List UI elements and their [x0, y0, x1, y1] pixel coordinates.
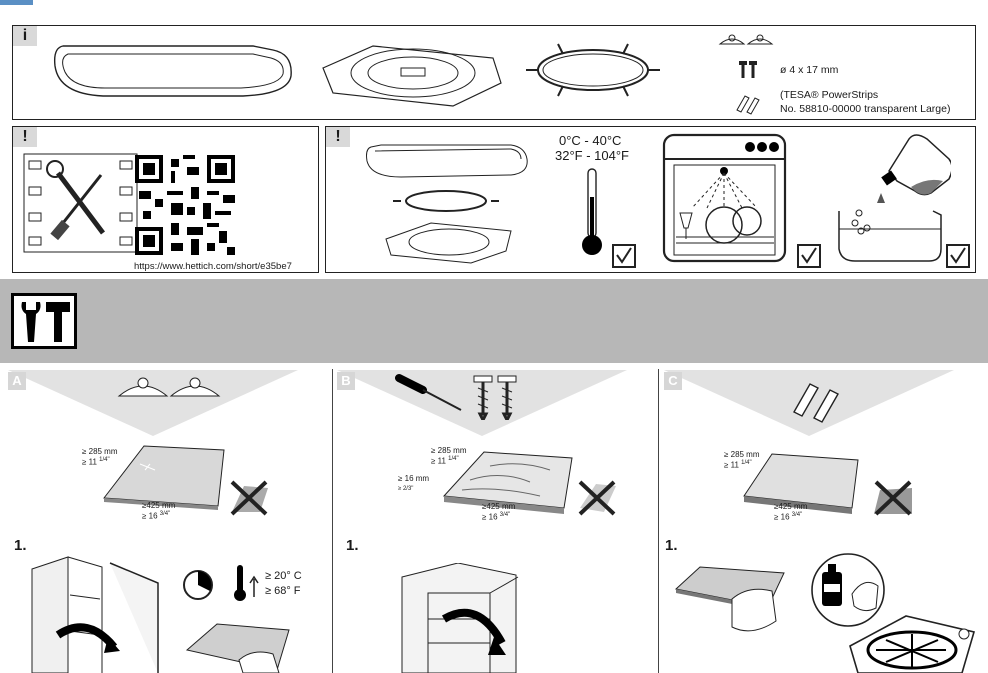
step-a-number: 1.	[14, 537, 27, 554]
care-warning-panel: ! 0°C - 40°C 32°F - 104°F	[325, 126, 976, 273]
rotate-time-icon	[183, 570, 213, 600]
suction-cups-icon	[718, 34, 774, 45]
screws-icon	[739, 61, 757, 78]
temp-checkbox	[612, 244, 636, 268]
not-allowed-surface-icon	[578, 480, 616, 516]
tools-warning-panel: ! https://www.hettich.com/short/e35be7	[12, 126, 319, 273]
step-c-length: ≥425 mm≥ 16 3/4"	[774, 502, 808, 522]
plain-shelf-drawing	[743, 453, 859, 514]
parts-stack-drawing	[366, 144, 528, 264]
qr-url: https://www.hettich.com/short/e35be7	[134, 261, 292, 272]
warning-tag: !	[13, 127, 37, 147]
tools-not-needed-icon	[23, 153, 138, 253]
step-a-header-triangle	[8, 370, 298, 436]
cleaner-bottle-zoom-icon	[811, 553, 885, 627]
screwdriver-icon	[395, 374, 462, 411]
wood-shelf-drawing	[442, 451, 573, 514]
suction-cups-icon	[117, 377, 221, 397]
thermometer-icon	[582, 168, 602, 255]
dishwasher-icon	[662, 133, 787, 263]
powerstrips-line2: No. 58810-00000 transparent Large)	[780, 103, 951, 115]
step-c-number: 1.	[665, 537, 678, 554]
step-c-letter: C	[664, 372, 682, 390]
step-a-temp-f: ≥ 68° F	[265, 585, 301, 597]
powerstrips-line1: (TESA® PowerStrips	[780, 89, 879, 101]
qr-code-icon	[135, 155, 235, 255]
thermometer-up-icon	[234, 565, 259, 601]
powerstrips-icon	[793, 383, 839, 423]
step-a-length: ≥425 mm≥ 16 3/4"	[142, 501, 176, 521]
cabinet-drawing	[401, 563, 519, 673]
temp-range-f: 32°F - 104°F	[555, 148, 629, 163]
turntable-zoom-drawing	[849, 615, 976, 673]
parts-info-panel: i ø 4 x 17 mm (TESA® PowerStrips No. 588…	[12, 25, 976, 120]
info-tag: i	[13, 26, 37, 46]
powerstrips-icon	[736, 95, 760, 115]
step-b-thickness: ≥ 16 mm≥ 2/3"	[398, 474, 430, 492]
step-b-width: ≥ 285 mm≥ 11 1/4"	[431, 446, 467, 466]
detergent-washing-icon	[838, 134, 951, 262]
fridge-drawing	[31, 556, 159, 673]
cleaning-glass-drawing	[185, 623, 290, 673]
dishwasher-checkbox	[797, 244, 821, 268]
detergent-checkbox	[946, 244, 970, 268]
step-a-temp-c: ≥ 20° C	[265, 570, 302, 582]
ring-frame-drawing	[526, 43, 660, 97]
assembly-tools-icon	[11, 293, 77, 349]
not-allowed-surface-icon	[230, 480, 268, 516]
tray-drawing	[53, 45, 292, 97]
temp-range-c: 0°C - 40°C	[559, 133, 622, 148]
step-c-width: ≥ 285 mm≥ 11 1/4"	[724, 450, 760, 470]
step-b-length: ≥425 mm≥ 16 3/4"	[482, 502, 516, 522]
screw-dimension: ø 4 x 17 mm	[780, 64, 839, 76]
step-b-number: 1.	[346, 537, 359, 554]
step-b-letter: B	[337, 372, 355, 390]
turntable-base-drawing	[322, 45, 502, 107]
column-divider	[332, 369, 333, 673]
step-a-width: ≥ 285 mm≥ 11 1/4"	[82, 447, 118, 467]
step-a-letter: A	[8, 372, 26, 390]
wipe-shelf-drawing	[674, 566, 785, 632]
warning-tag-2: !	[326, 127, 350, 147]
column-divider	[658, 369, 659, 673]
assembly-banner	[0, 279, 988, 363]
wood-screws-icon	[473, 375, 517, 420]
brand-logo	[0, 0, 33, 5]
not-allowed-surface-icon	[874, 480, 912, 516]
glass-shelf-drawing	[103, 445, 225, 510]
